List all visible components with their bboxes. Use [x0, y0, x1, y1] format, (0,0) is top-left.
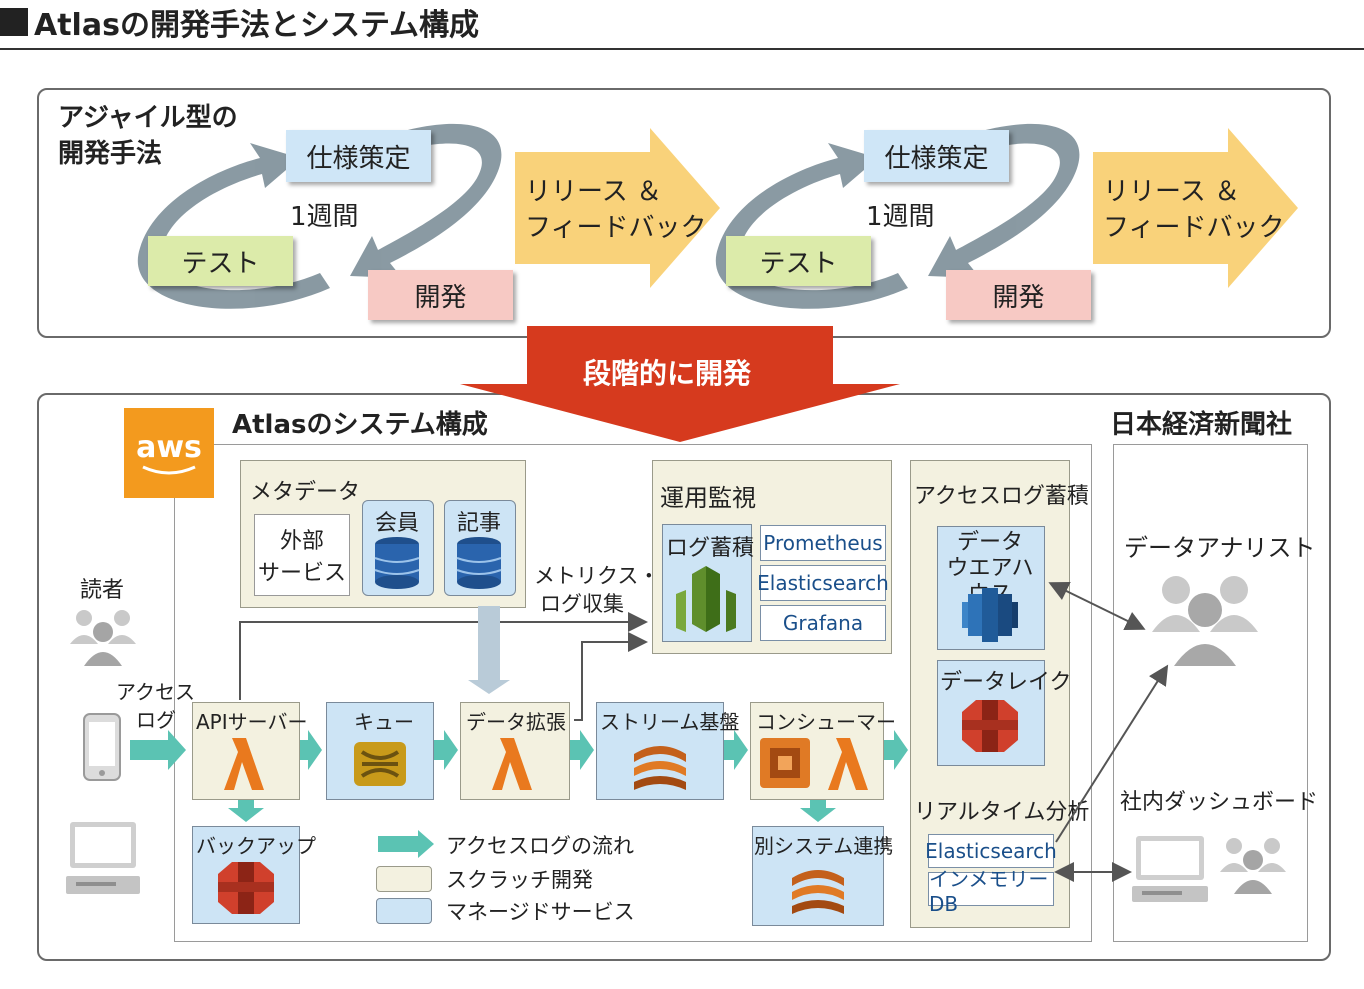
lambda-icon	[828, 738, 868, 790]
aws-region	[174, 444, 1092, 942]
data-analyst-label: データアナリスト	[1124, 534, 1316, 562]
log-store-label: ログ蓄積	[666, 536, 755, 561]
data-enrich-label: データ拡張	[466, 710, 566, 734]
title-square-marker	[0, 8, 28, 36]
test-box-1: テスト	[148, 236, 293, 286]
smartphone-icon	[83, 713, 121, 781]
analysts-icon	[1152, 576, 1258, 666]
access-log-store-title: アクセスログ蓄積	[914, 484, 1089, 509]
aws-logo: aws	[124, 408, 214, 498]
aws-smile-icon	[142, 465, 196, 474]
s3-icon	[962, 700, 1018, 752]
metrics-label-line1: メトリクス・	[534, 564, 660, 588]
external-service-line2: サービス	[257, 561, 346, 586]
monitoring-title: 運用監視	[660, 484, 756, 512]
realtime-elasticsearch: Elasticsearch	[925, 834, 1057, 868]
dashboard-label: 社内ダッシュボード	[1120, 790, 1319, 815]
test-label-1: テスト	[181, 248, 260, 279]
api-server-box	[192, 702, 300, 800]
desktop-pc-icon	[66, 822, 140, 894]
release-label-1-line1: リリース ＆	[525, 177, 662, 207]
kinesis-icon	[792, 870, 844, 914]
other-system-label: 別システム連携	[754, 834, 894, 858]
stream-platform-label: ストリーム基盤	[600, 710, 740, 734]
legend-managed-swatch	[376, 898, 432, 924]
dev-label-2: 開発	[992, 282, 1045, 313]
dev-box-1: 開発	[368, 270, 513, 320]
readers-icon	[70, 610, 136, 666]
sqs-icon	[354, 742, 406, 786]
api-server-label: APIサーバー	[196, 710, 308, 734]
consumer-label: コンシューマー	[756, 710, 896, 734]
data-lake-label: データレイク	[940, 670, 1072, 695]
system-heading: Atlasのシステム構成	[232, 410, 488, 440]
monitoring-tool-elasticsearch: Elasticsearch	[757, 565, 889, 601]
page-title-text: Atlasの開発手法とシステム構成	[34, 8, 480, 43]
backup-label: バックアップ	[196, 834, 316, 858]
spec-label-1: 仕様策定	[306, 143, 411, 174]
title-divider	[0, 48, 1364, 50]
data-warehouse-label-line1: データ	[956, 530, 1023, 555]
external-service-line1: 外部	[279, 529, 324, 554]
elasticsearch-service-icon	[676, 566, 736, 632]
legend-scratch-label: スクラッチ開発	[446, 868, 593, 892]
metadata-title: メタデータ	[250, 480, 361, 505]
transition-arrow	[460, 326, 900, 442]
transition-label: 段階的に開発	[583, 357, 752, 390]
period-label-1: 1週間	[290, 202, 359, 232]
agile-heading-line2: 開発手法	[58, 139, 163, 169]
dynamodb-icon	[374, 537, 420, 589]
access-log-label: アクセス ログ	[116, 678, 195, 734]
spec-box-1: 仕様策定	[286, 130, 431, 182]
kinesis-icon	[634, 746, 686, 790]
dynamodb-icon	[456, 537, 502, 589]
test-label-2: テスト	[759, 248, 838, 279]
s3-icon	[218, 862, 274, 914]
agile-heading: アジャイル型の 開発手法	[58, 100, 238, 172]
metrics-label: メトリクス・ ログ収集	[534, 562, 659, 618]
monitoring-tool-grafana: Grafana	[760, 605, 886, 641]
lambda-icon	[492, 738, 532, 790]
legend-flow-label: アクセスログの流れ	[446, 834, 634, 858]
release-label-2-line2: フィードバック	[1103, 213, 1285, 243]
release-label-1-line2: フィードバック	[525, 213, 707, 243]
aws-logo-text: aws	[136, 429, 202, 465]
member-db-label: 会員	[375, 511, 420, 536]
spec-label-2: 仕様策定	[884, 143, 989, 174]
monitoring-tool-prometheus: Prometheus	[760, 525, 886, 561]
realtime-title: リアルタイム分析	[914, 800, 1090, 825]
dev-box-2: 開発	[946, 270, 1091, 320]
agile-heading-line1: アジャイル型の	[58, 103, 238, 133]
redshift-icon	[962, 588, 1018, 642]
test-box-2: テスト	[726, 236, 871, 286]
release-label-1: リリース ＆ フィードバック	[525, 174, 706, 246]
release-label-2-line1: リリース ＆	[1103, 177, 1240, 207]
lambda-icon	[224, 738, 264, 790]
spec-box-2: 仕様策定	[864, 130, 1009, 182]
staff-icon	[1220, 838, 1286, 894]
metrics-label-line2: ログ収集	[540, 592, 624, 616]
article-db-label: 記事	[457, 511, 502, 536]
agile-cycle-arrows	[137, 123, 1298, 309]
ecs-container-icon	[760, 738, 810, 788]
nikkei-heading: 日本経済新聞社	[1110, 410, 1293, 440]
external-service-box: 外部 サービス	[254, 514, 350, 596]
reader-label: 読者	[80, 578, 125, 603]
dev-label-1: 開発	[414, 282, 467, 313]
release-label-2: リリース ＆ フィードバック	[1103, 174, 1284, 246]
period-label-2: 1週間	[866, 202, 935, 232]
dashboard-pc-icon	[1132, 836, 1208, 902]
queue-label: キュー	[354, 710, 414, 734]
page-title: Atlasの開発手法とシステム構成	[0, 0, 479, 44]
access-log-label-line2: ログ	[136, 708, 176, 732]
access-log-label-line1: アクセス	[116, 680, 195, 704]
nikkei-region	[1113, 444, 1308, 942]
legend-scratch-swatch	[376, 866, 432, 892]
legend-managed-label: マネージドサービス	[446, 900, 635, 924]
